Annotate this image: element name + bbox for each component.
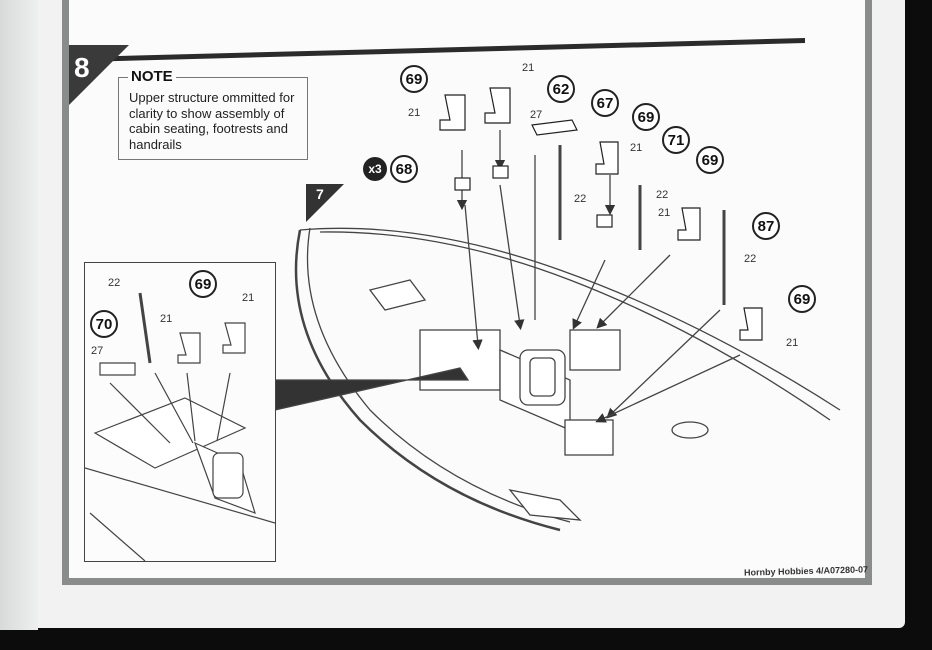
- part-callout: 69: [189, 270, 217, 298]
- part-label: 22: [744, 253, 757, 265]
- part-callout: 69: [400, 65, 428, 93]
- note-text: Upper structure ommitted for clarity to …: [129, 90, 295, 152]
- part-label: 21: [242, 292, 255, 304]
- part-label: 21: [630, 142, 643, 154]
- part-label: 21: [160, 313, 173, 325]
- part-callout: 67: [591, 89, 619, 117]
- part-callout: 62: [547, 75, 575, 103]
- part-callout: 70: [90, 310, 118, 338]
- step-marker: [69, 45, 129, 105]
- part-callout: 71: [662, 126, 690, 154]
- part-label: 21: [786, 337, 799, 349]
- part-label: 27: [530, 109, 543, 121]
- part-label: 21: [522, 62, 535, 74]
- part-callout: 69: [696, 146, 724, 174]
- part-label: 21: [408, 107, 421, 119]
- detail-inset: [84, 262, 276, 562]
- part-callout: 69: [632, 103, 660, 131]
- part-label: 22: [574, 193, 587, 205]
- note-title: NOTE: [128, 68, 176, 85]
- note-border: [118, 77, 308, 78]
- part-callout: 69: [788, 285, 816, 313]
- substep-number: 7: [316, 186, 324, 202]
- step-number: 8: [74, 52, 90, 83]
- part-label: 22: [108, 277, 121, 289]
- part-label: 22: [656, 189, 669, 201]
- quantity-badge: x3: [363, 157, 387, 181]
- part-label: 21: [658, 207, 671, 219]
- part-callout: 68: [390, 155, 418, 183]
- part-callout: 87: [752, 212, 780, 240]
- substep-marker: [306, 184, 344, 222]
- part-label: 27: [91, 345, 104, 357]
- note-box: Upper structure ommitted for clarity to …: [118, 78, 308, 160]
- facing-page-edge: [0, 0, 38, 630]
